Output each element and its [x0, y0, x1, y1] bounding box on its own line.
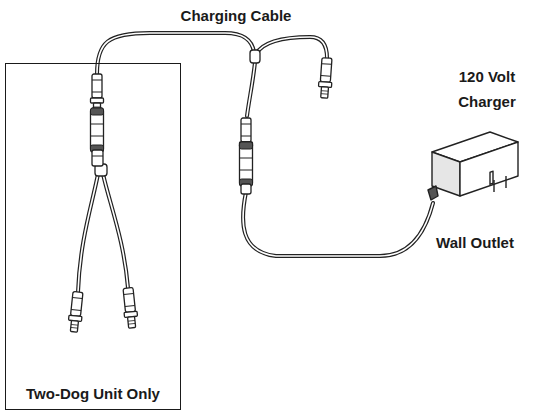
part-label: 120 Volt Charger — [446, 64, 528, 114]
part-label: Wall Outlet — [420, 234, 530, 252]
region-box: Two-Dog Unit Only — [5, 63, 181, 410]
part-label: Charging Cable — [156, 7, 316, 25]
box-caption: Two-Dog Unit Only — [6, 385, 180, 403]
